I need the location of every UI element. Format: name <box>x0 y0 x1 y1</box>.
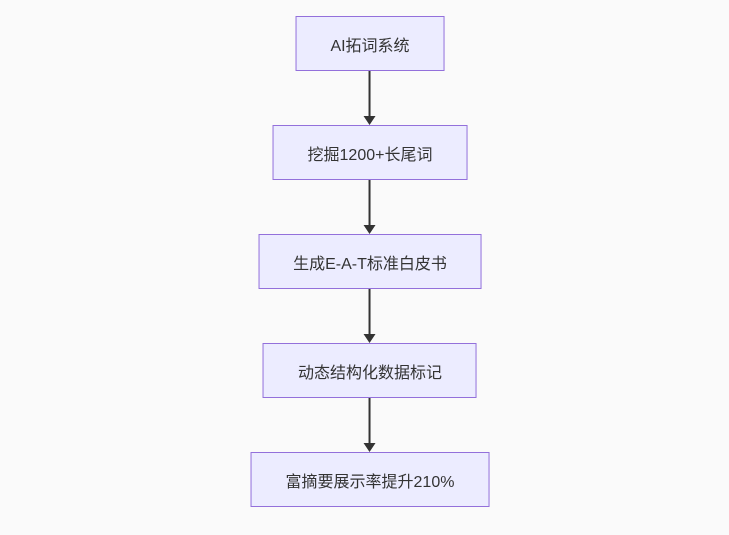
arrow-down-icon <box>364 180 376 234</box>
arrow-line <box>369 289 371 334</box>
flow-node-rich-snippet-rate: 富摘要展示率提升210% <box>250 452 490 507</box>
arrow-line <box>369 180 371 225</box>
arrow-down-icon <box>364 398 376 452</box>
arrow-line <box>369 398 371 443</box>
arrow-down-icon <box>364 71 376 125</box>
arrow-line <box>369 71 371 116</box>
flow-node-label: 生成E-A-T标准白皮书 <box>293 255 447 273</box>
arrow-head <box>364 443 376 452</box>
flow-node-label: 挖掘1200+长尾词 <box>307 146 433 164</box>
arrow-head <box>364 334 376 343</box>
flowchart-column: AI拓词系统 挖掘1200+长尾词 生成E-A-T标准白皮书 动态结构化数据标记 <box>250 16 490 507</box>
arrow-head <box>364 225 376 234</box>
flow-node-ai-word-system: AI拓词系统 <box>295 16 445 71</box>
flow-node-structured-data-markup: 动态结构化数据标记 <box>262 343 477 398</box>
flow-node-label: 富摘要展示率提升210% <box>285 473 455 491</box>
arrow-head <box>364 116 376 125</box>
flow-node-eat-whitepaper: 生成E-A-T标准白皮书 <box>258 234 482 289</box>
flow-node-label: AI拓词系统 <box>330 37 410 55</box>
arrow-down-icon <box>364 289 376 343</box>
flow-node-label: 动态结构化数据标记 <box>297 364 442 382</box>
flow-node-longtail-keywords: 挖掘1200+长尾词 <box>272 125 468 180</box>
